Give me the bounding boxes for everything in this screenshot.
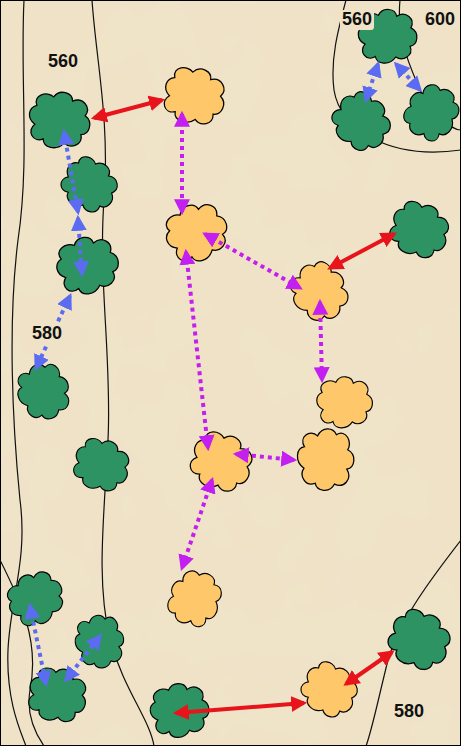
contour-label: 580 bbox=[30, 324, 64, 344]
contour-label: 580 bbox=[392, 702, 426, 722]
contour-label: 560 bbox=[340, 10, 374, 30]
contour-label: 560 bbox=[46, 52, 80, 72]
contour-label: 600 bbox=[423, 10, 457, 30]
